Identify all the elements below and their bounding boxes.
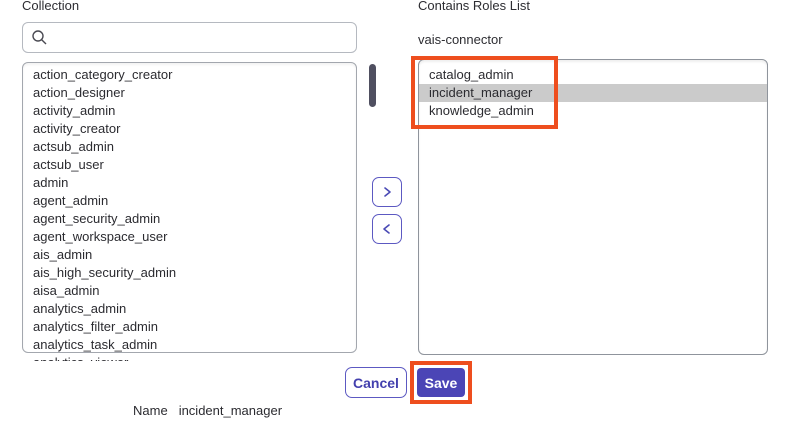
- list-item[interactable]: ais_high_security_admin: [33, 265, 177, 280]
- list-item[interactable]: catalog_admin: [429, 67, 514, 82]
- list-item[interactable]: incident_manager: [419, 84, 767, 102]
- search-icon: [32, 30, 47, 45]
- chevron-left-icon: [383, 224, 390, 234]
- name-label: Name: [133, 403, 168, 418]
- name-row: Name incident_manager: [133, 403, 282, 418]
- group-name-label: vais-connector: [418, 32, 503, 47]
- list-item-partial[interactable]: analytics_viewer: [22, 356, 352, 361]
- contains-roles-label: Contains Roles List: [418, 0, 530, 13]
- search-input[interactable]: [54, 23, 348, 52]
- list-item[interactable]: analytics_filter_admin: [33, 319, 159, 334]
- scrollbar-thumb[interactable]: [369, 64, 376, 107]
- list-item[interactable]: admin: [33, 175, 69, 190]
- save-button[interactable]: Save: [417, 368, 465, 397]
- collection-label: Collection: [22, 0, 80, 13]
- list-item[interactable]: analytics_task_admin: [33, 337, 158, 352]
- list-item[interactable]: action_category_creator: [33, 67, 173, 82]
- list-item[interactable]: agent_admin: [33, 193, 109, 208]
- collection-search-box[interactable]: [22, 22, 357, 53]
- list-item[interactable]: knowledge_admin: [429, 103, 534, 118]
- cancel-button[interactable]: Cancel: [345, 367, 407, 398]
- list-item[interactable]: ais_admin: [33, 247, 93, 262]
- list-item[interactable]: aisa_admin: [33, 283, 100, 298]
- list-item[interactable]: activity_creator: [33, 121, 121, 136]
- move-right-button[interactable]: [372, 177, 402, 207]
- chevron-right-icon: [384, 187, 391, 197]
- list-item[interactable]: actsub_user: [33, 157, 104, 172]
- list-item[interactable]: activity_admin: [33, 103, 116, 118]
- list-item[interactable]: agent_workspace_user: [33, 229, 168, 244]
- list-item[interactable]: analytics_admin: [33, 301, 127, 316]
- move-left-button[interactable]: [372, 214, 402, 244]
- name-value: incident_manager: [178, 403, 283, 418]
- list-item[interactable]: agent_security_admin: [33, 211, 161, 226]
- list-item[interactable]: action_designer: [33, 85, 125, 100]
- list-item[interactable]: actsub_admin: [33, 139, 114, 154]
